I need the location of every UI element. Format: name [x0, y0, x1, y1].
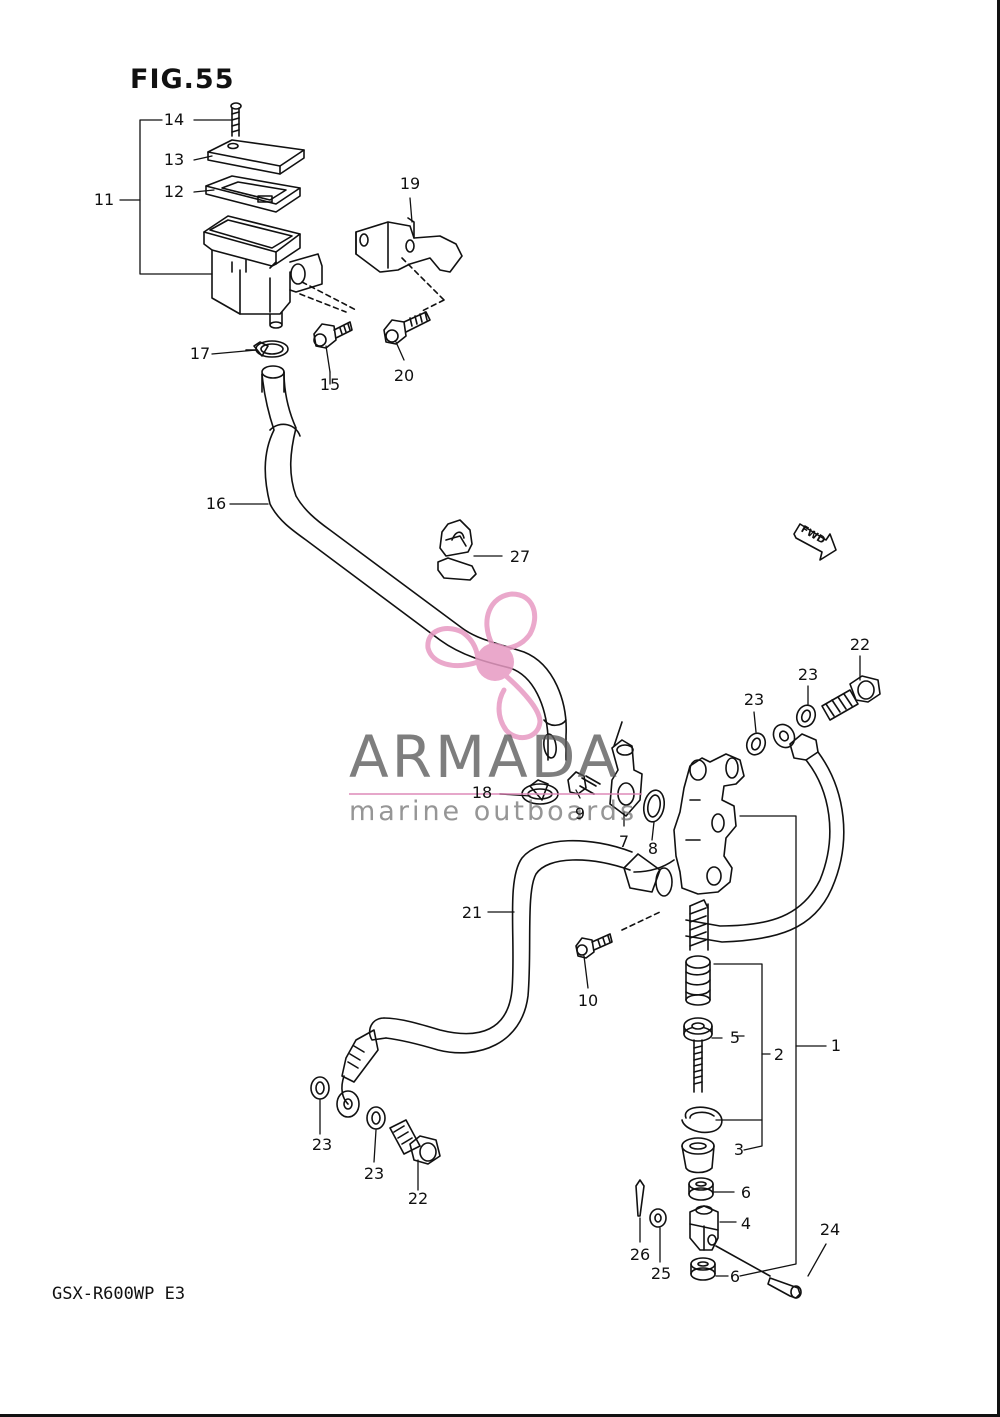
part-12-diaphragm — [205, 175, 301, 213]
callout-22-upper: 22 — [849, 635, 871, 654]
part-22-banjo-bolt-lower — [389, 1119, 441, 1165]
callout-23-upper-left: 23 — [743, 690, 765, 709]
part-23-washer-d — [366, 1106, 386, 1130]
watermark-brand: ARMADA — [349, 723, 621, 791]
part-9-screw — [567, 771, 601, 795]
callout-25: 25 — [650, 1264, 672, 1283]
watermark-tagline: marine outboards — [349, 796, 638, 827]
part-16-reservoir-hose — [261, 365, 567, 761]
callout-26: 26 — [629, 1245, 651, 1264]
part-26-cotter-pin — [635, 1179, 645, 1217]
callout-16: 16 — [205, 494, 227, 513]
fwd-arrow-icon: FWD — [793, 523, 837, 561]
part-1-master-cylinder — [633, 753, 745, 895]
callout-17: 17 — [189, 344, 211, 363]
part-6-nut-upper — [688, 1177, 714, 1201]
part-17-clamp — [245, 340, 289, 358]
callout-23-lower-right: 23 — [363, 1164, 385, 1183]
callout-18: 18 — [471, 783, 493, 802]
part-20-bolt — [383, 311, 431, 345]
callout-3: 3 — [733, 1140, 745, 1159]
model-code: GSX-R600WP E3 — [52, 1284, 186, 1304]
part-21-brake-hose — [336, 839, 673, 1118]
callout-27: 27 — [509, 547, 531, 566]
watermark-propeller-logo — [425, 591, 543, 740]
part-6-nut-lower — [690, 1257, 716, 1281]
part-14-screw — [230, 102, 242, 137]
part-22-banjo-bolt-upper — [821, 675, 881, 721]
callout-8: 8 — [647, 839, 659, 858]
part-23-washer-a — [745, 732, 767, 756]
part-23-washer-b — [795, 704, 817, 728]
callout-21: 21 — [461, 903, 483, 922]
callout-1: 1 — [830, 1036, 842, 1055]
part-13-cap — [207, 139, 305, 175]
callout-6-upper: 6 — [740, 1183, 752, 1202]
callout-22-lower: 22 — [407, 1189, 429, 1208]
callout-6-lower: 6 — [729, 1267, 741, 1286]
part-11-reservoir-body — [203, 215, 323, 329]
watermark-divider — [349, 793, 642, 795]
callout-9: 9 — [574, 804, 586, 823]
part-10-bolt — [575, 911, 661, 959]
callout-4: 4 — [740, 1214, 752, 1233]
brake-hose-upper — [685, 723, 845, 943]
leader-lines — [119, 119, 861, 1277]
figure-title: FIG.55 — [130, 64, 235, 95]
part-4-clevis — [689, 1205, 719, 1251]
part-15-bolt — [313, 321, 353, 349]
callout-13: 13 — [163, 150, 185, 169]
part-3-boot — [681, 1137, 715, 1174]
part-25-washer — [649, 1208, 667, 1228]
callout-23-upper-right: 23 — [797, 665, 819, 684]
part-23-washer-c — [310, 1076, 330, 1100]
callout-19: 19 — [399, 174, 421, 193]
callout-12: 12 — [163, 182, 185, 201]
callout-2: 2 — [773, 1045, 785, 1064]
callout-11: 11 — [93, 190, 115, 209]
callout-24: 24 — [819, 1220, 841, 1239]
callout-15: 15 — [319, 375, 341, 394]
callout-14: 14 — [163, 110, 185, 129]
part-8-o-ring — [642, 789, 666, 823]
part-2-piston-kit — [683, 899, 713, 1093]
callout-5: 5 — [729, 1028, 741, 1047]
callout-10: 10 — [577, 991, 599, 1010]
part-19-bracket — [355, 217, 463, 313]
callout-20: 20 — [393, 366, 415, 385]
callout-7: 7 — [618, 832, 630, 851]
circlip — [681, 1106, 723, 1134]
part-27-hose-clip — [437, 519, 477, 581]
callout-23-lower-left: 23 — [311, 1135, 333, 1154]
reservoir-assembly — [203, 102, 357, 329]
